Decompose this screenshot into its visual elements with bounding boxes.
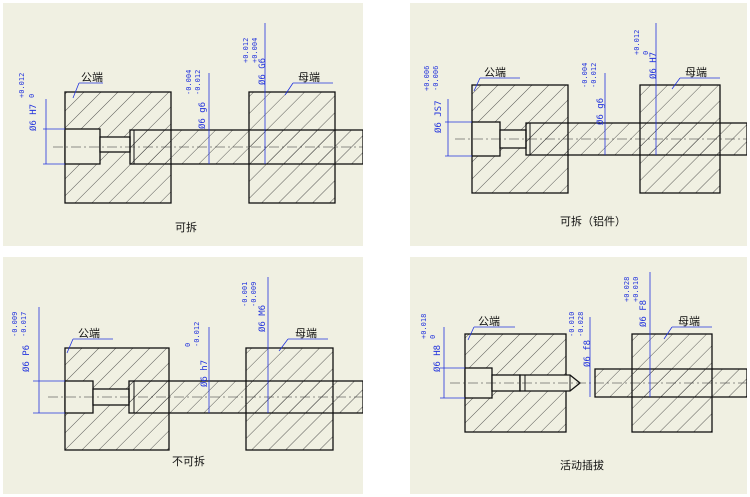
hole-dimension: Ø6 H8 +0.018 0 xyxy=(420,314,465,399)
male-end-label: 公端 xyxy=(478,315,500,328)
female-end-label: 母端 xyxy=(295,327,317,340)
shaft-tol-lower: -0.012 xyxy=(590,63,598,88)
female-fit-label: Ø6 F8 xyxy=(638,300,649,327)
hole-tol-lower: 0 xyxy=(28,94,36,98)
female-fit-label: Ø6 M6 xyxy=(257,305,268,332)
hole-tol-upper: +0.018 xyxy=(420,314,428,339)
female-end-label: 母端 xyxy=(298,71,320,84)
panel-caption: 可拆（铝件） xyxy=(560,214,626,228)
hole-tol-upper: +0.012 xyxy=(18,73,26,98)
fit-drawing: Ø6 H7 +0.012 0 Ø6 g6 -0.004 -0.012 Ø6 G6… xyxy=(18,23,363,234)
fit-drawing: Ø6 H8 +0.018 0 Ø6 f8 -0.010 -0.028 Ø6 F8… xyxy=(420,272,747,472)
hole-tol-lower: -0.006 xyxy=(432,66,440,91)
panel-caption: 活动插拔 xyxy=(560,458,604,472)
female-dimension: Ø6 F8 +0.028 +0.010 xyxy=(623,272,651,397)
shaft-tol-upper: -0.004 xyxy=(185,70,193,95)
hole-fit-label: Ø6 H8 xyxy=(432,345,443,372)
shaft-tol-upper: -0.010 xyxy=(568,312,576,337)
shaft-fit-label: Ø6 f8 xyxy=(582,340,593,367)
shaft-fit-label: Ø6 g6 xyxy=(595,98,606,125)
shaft-dimension: Ø6 h7 0 -0.012 xyxy=(184,322,210,413)
fit-drawing: Ø6 JS7 +0.006 -0.006 Ø6 g6 -0.004 -0.012… xyxy=(423,23,747,228)
hole-fit-label: Ø6 P6 xyxy=(21,345,32,372)
female-tol-upper: +0.028 xyxy=(623,277,631,302)
panel-removable-aluminum: Ø6 JS7 +0.006 -0.006 Ø6 g6 -0.004 -0.012… xyxy=(410,3,747,246)
hole-tol-upper: -0.009 xyxy=(11,312,19,337)
female-dimension: Ø6 H7 +0.012 0 xyxy=(633,23,659,155)
hole-fit-label: Ø6 JS7 xyxy=(433,100,444,133)
hole-dimension: Ø6 JS7 +0.006 -0.006 xyxy=(423,66,472,157)
female-tol-lower: +0.010 xyxy=(632,277,640,302)
shaft-dimension: Ø6 g6 -0.004 -0.012 xyxy=(185,70,210,164)
shaft-dimension: Ø6 f8 -0.010 -0.028 xyxy=(568,312,593,397)
male-block xyxy=(64,347,170,451)
female-tol-upper: +0.012 xyxy=(242,38,250,63)
shaft-tol-upper: -0.004 xyxy=(581,63,589,88)
female-fit-label: Ø6 H7 xyxy=(648,52,659,79)
panel-caption: 可拆 xyxy=(175,220,197,234)
panel-caption: 不可拆 xyxy=(172,454,205,468)
female-end-label: 母端 xyxy=(685,66,707,79)
hole-tol-upper: +0.006 xyxy=(423,66,431,91)
female-tol-lower: 0 xyxy=(642,51,650,55)
shaft-dimension: Ø6 g6 -0.004 -0.012 xyxy=(581,63,606,155)
shaft-tol-lower: -0.012 xyxy=(193,322,201,347)
male-end-label: 公端 xyxy=(484,66,506,79)
shaft-fit-label: Ø6 h7 xyxy=(199,360,210,387)
panel-removable: Ø6 H7 +0.012 0 Ø6 g6 -0.004 -0.012 Ø6 G6… xyxy=(3,3,363,246)
hole-dimension: Ø6 P6 -0.009 -0.017 xyxy=(11,307,65,414)
hole-fit-label: Ø6 H7 xyxy=(28,104,39,131)
female-fit-label: Ø6 G6 xyxy=(257,58,268,85)
female-tol-lower: -0.009 xyxy=(250,282,258,307)
hole-dimension: Ø6 H7 +0.012 0 xyxy=(18,73,65,165)
shaft-fit-label: Ø6 g6 xyxy=(197,102,208,129)
female-tol-upper: -0.001 xyxy=(241,282,249,307)
male-end-label: 公端 xyxy=(78,327,100,340)
hole-tol-lower: 0 xyxy=(429,335,437,339)
female-tol-lower: +0.004 xyxy=(251,38,259,63)
female-dimension: Ø6 M6 -0.001 -0.009 xyxy=(241,277,269,413)
hole-tol-lower: -0.017 xyxy=(20,312,28,337)
male-end-label: 公端 xyxy=(81,71,103,84)
shaft-tol-upper: 0 xyxy=(184,343,192,347)
fit-drawing: Ø6 P6 -0.009 -0.017 Ø6 h7 0 -0.012 Ø6 M6… xyxy=(11,277,363,468)
female-tol-upper: +0.012 xyxy=(633,30,641,55)
shaft-tol-lower: -0.028 xyxy=(577,312,585,337)
panel-non-removable: Ø6 P6 -0.009 -0.017 Ø6 h7 0 -0.012 Ø6 M6… xyxy=(3,257,363,494)
panel-live-plug: Ø6 H8 +0.018 0 Ø6 f8 -0.010 -0.028 Ø6 F8… xyxy=(410,257,747,494)
female-end-label: 母端 xyxy=(678,315,700,328)
female-dimension: Ø6 G6 +0.012 +0.004 xyxy=(242,23,268,164)
shaft-tol-lower: -0.012 xyxy=(194,70,202,95)
